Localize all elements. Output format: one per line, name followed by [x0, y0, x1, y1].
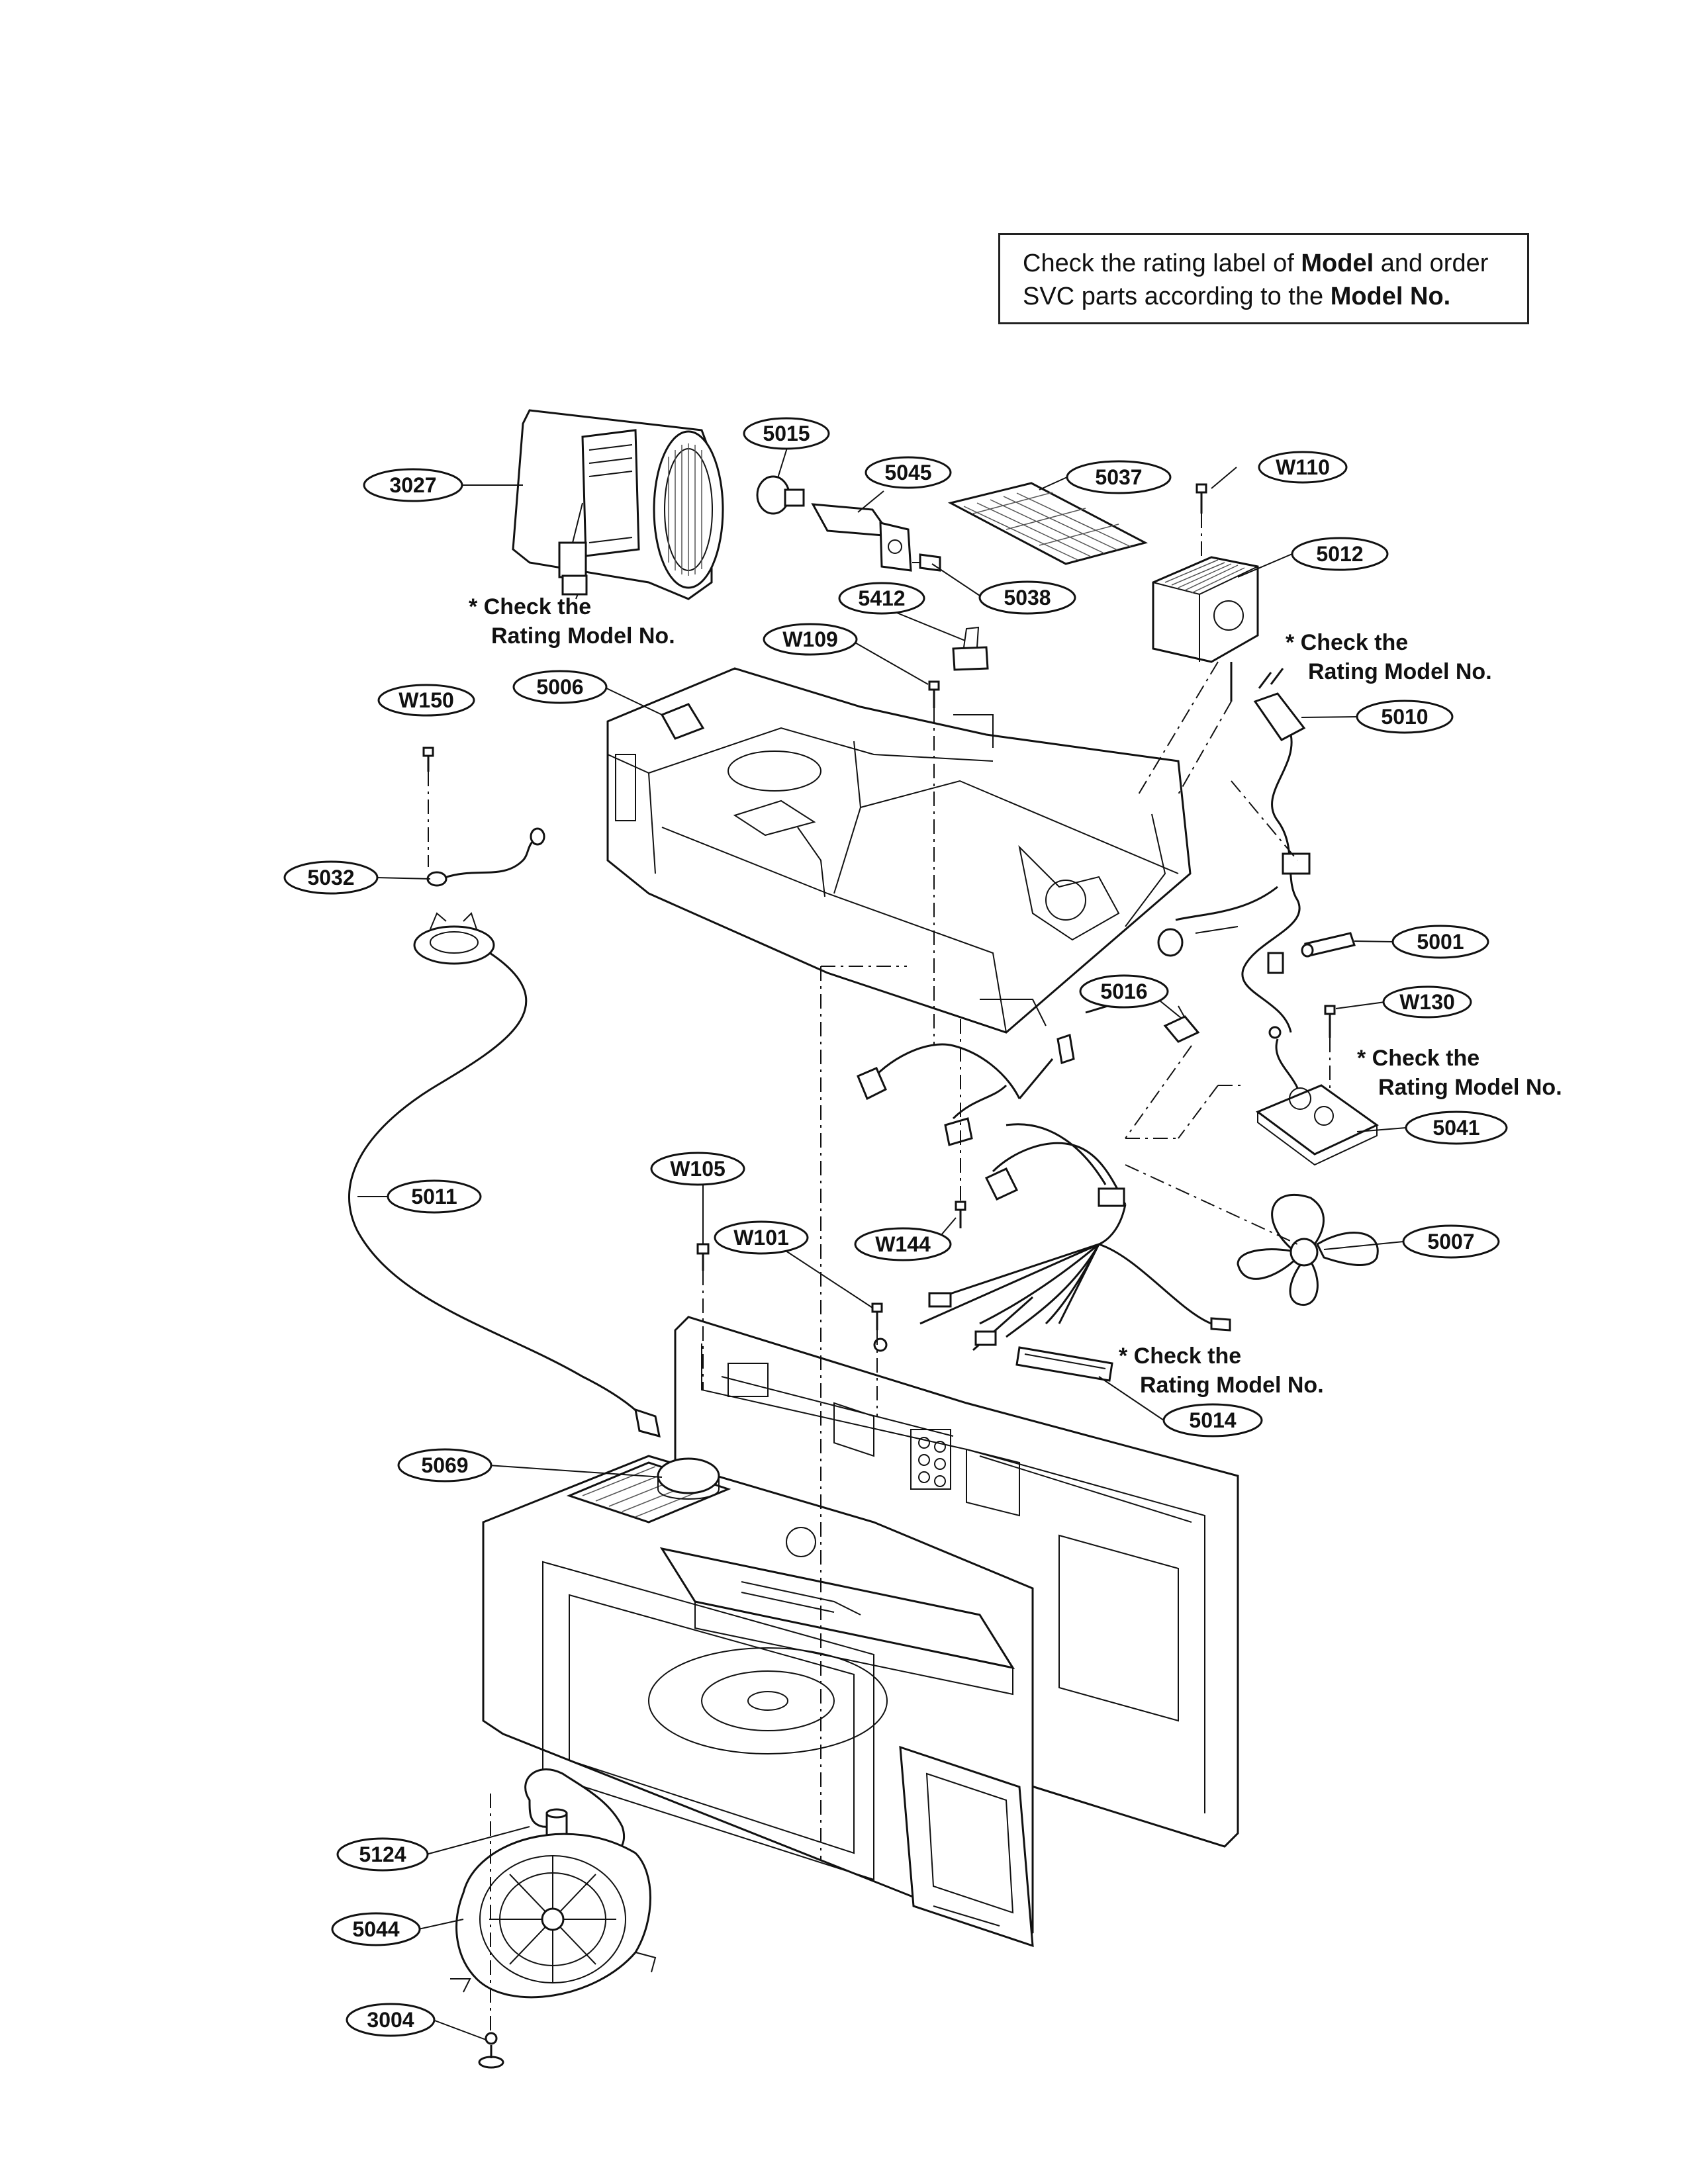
part-label: 5037 [1066, 460, 1172, 494]
part-label: 3027 [363, 468, 463, 502]
svg-text:5038: 5038 [1004, 586, 1051, 610]
fan-blade [1237, 1194, 1379, 1306]
check-note-line: * Check the [1286, 630, 1408, 655]
part-label: W109 [763, 623, 858, 656]
svg-text:5041: 5041 [1432, 1116, 1479, 1140]
part-label: 5045 [865, 456, 952, 489]
blower-fan-assembly [512, 409, 724, 600]
svg-text:5001: 5001 [1417, 930, 1464, 954]
svg-text:5016: 5016 [1100, 979, 1147, 1003]
rating-note-line-1: Check the rating label of Model and orde… [1023, 250, 1489, 277]
svg-text:3027: 3027 [389, 473, 436, 497]
svg-text:W130: W130 [1399, 990, 1455, 1014]
magnetron-unit [1152, 483, 1259, 702]
lamp-socket-assembly [756, 475, 941, 572]
leader-lines [357, 447, 1407, 2040]
svg-text:5010: 5010 [1381, 705, 1428, 729]
svg-text:5412: 5412 [858, 586, 905, 610]
part-label: W110 [1258, 451, 1348, 484]
part-labels: 3027 5015 5045 5037 W110 5012 5038 5412 … [283, 417, 1508, 2037]
svg-text:5037: 5037 [1095, 465, 1142, 489]
sensor-cable [348, 952, 661, 1438]
thermostat-parts [1163, 932, 1379, 1166]
svg-text:W110: W110 [1276, 455, 1330, 479]
check-note-line: Rating Model No. [1140, 1373, 1324, 1398]
part-label: 5007 [1402, 1224, 1500, 1259]
svg-text:W101: W101 [733, 1226, 789, 1250]
svg-text:5006: 5006 [536, 675, 583, 699]
part-label: 5041 [1405, 1111, 1508, 1145]
part-label: 3004 [346, 2003, 436, 2037]
check-note-line: Rating Model No. [491, 623, 675, 649]
svg-text:W144: W144 [875, 1232, 931, 1256]
microwave-cavity [482, 1316, 1239, 1948]
rating-note-line-2: SVC parts according to the Model No. [1023, 283, 1451, 310]
part-label: 5014 [1162, 1403, 1263, 1437]
check-note-line: Rating Model No. [1378, 1075, 1562, 1100]
svg-text:5045: 5045 [884, 461, 931, 484]
part-label: 5001 [1391, 925, 1489, 959]
check-note-line: * Check the [1357, 1046, 1479, 1071]
part-label: W105 [650, 1152, 745, 1186]
part-label: W150 [377, 684, 475, 717]
part-label: W101 [714, 1220, 809, 1255]
wire-harness [857, 991, 1231, 1382]
part-label: 5412 [838, 582, 925, 615]
part-label: 5069 [397, 1448, 492, 1482]
part-label: 5010 [1356, 700, 1454, 734]
alignment-lines [428, 514, 1331, 2032]
svg-text:5044: 5044 [352, 1917, 399, 1941]
part-label: 5124 [336, 1837, 429, 1872]
svg-text:5124: 5124 [359, 1843, 406, 1866]
svg-text:5007: 5007 [1427, 1230, 1474, 1253]
relay-part [928, 626, 989, 708]
check-notes: * Check the Rating Model No. * Check the… [469, 594, 1562, 1398]
rating-note-box: Check the rating label of Model and orde… [998, 233, 1529, 324]
upper-chassis [606, 667, 1192, 1034]
svg-text:5069: 5069 [421, 1453, 468, 1477]
humidity-sensor [413, 747, 545, 965]
part-label: 5011 [387, 1179, 482, 1214]
part-label: 5016 [1079, 974, 1169, 1009]
svg-text:5032: 5032 [307, 866, 354, 889]
screws [696, 1201, 966, 1352]
svg-text:5012: 5012 [1316, 542, 1363, 566]
svg-text:W105: W105 [670, 1157, 726, 1181]
check-note-line: * Check the [1119, 1343, 1241, 1369]
part-label: W144 [854, 1227, 952, 1261]
charcoal-filter [947, 482, 1149, 565]
svg-text:W150: W150 [399, 688, 454, 712]
turntable-parts [450, 1768, 657, 2069]
part-label: 5012 [1291, 537, 1389, 571]
svg-text:5014: 5014 [1189, 1408, 1236, 1432]
power-cord [1157, 668, 1311, 1033]
part-label: 5044 [331, 1912, 421, 1946]
svg-text:W109: W109 [782, 627, 838, 651]
svg-text:5015: 5015 [763, 422, 810, 445]
svg-text:3004: 3004 [367, 2008, 414, 2032]
part-label: 5015 [743, 417, 830, 450]
part-label: 5006 [512, 670, 608, 704]
part-label: 5038 [978, 580, 1076, 615]
part-label: W130 [1382, 985, 1472, 1019]
check-note-line: * Check the [469, 594, 591, 619]
part-label: 5032 [283, 860, 379, 895]
svg-text:5011: 5011 [411, 1185, 457, 1208]
check-note-line: Rating Model No. [1308, 659, 1492, 684]
